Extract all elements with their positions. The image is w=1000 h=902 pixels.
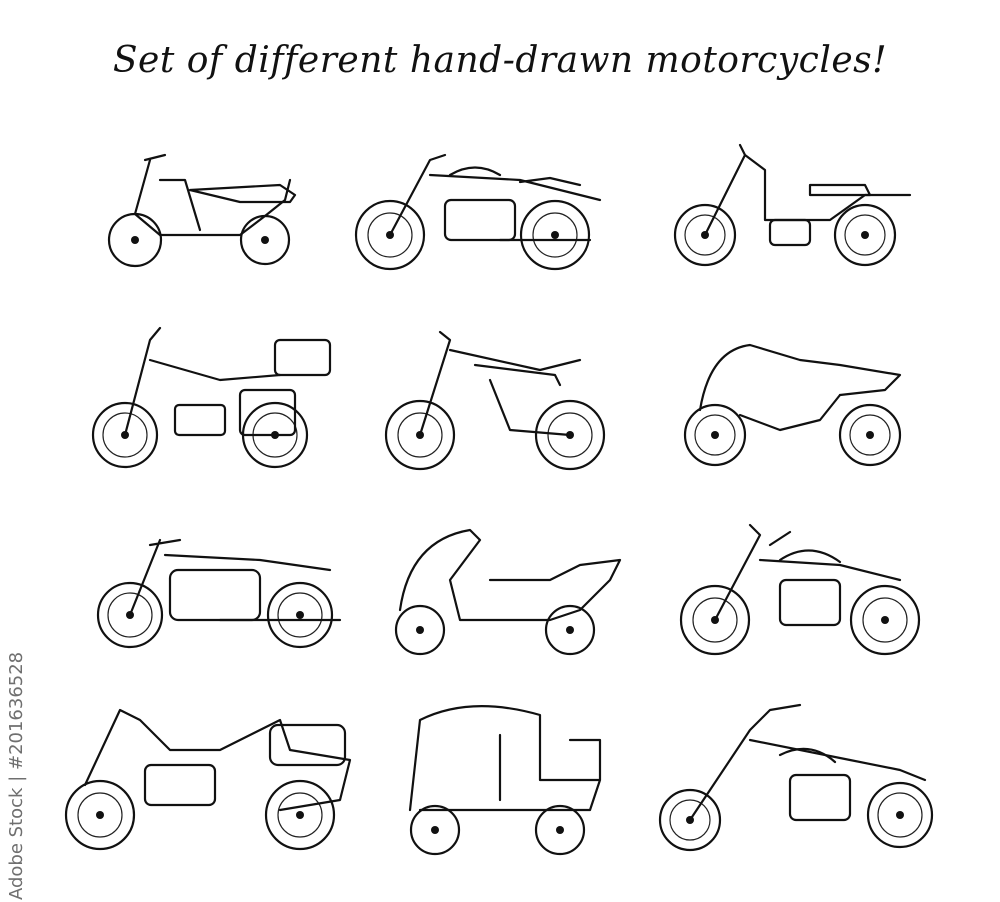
- motorcycle-grid: [60, 140, 940, 880]
- dirt-bike-icon: [380, 320, 650, 490]
- chopper-icon: [650, 700, 950, 870]
- scooter-icon: [90, 140, 360, 310]
- touring-bike-icon: [60, 700, 360, 870]
- maxi-scooter-icon: [380, 520, 650, 690]
- page-title: Set of different hand-drawn motorcycles!: [112, 40, 888, 81]
- custom-cruiser-icon: [670, 520, 940, 690]
- watermark-text: Adobe Stock | #201636528: [6, 651, 27, 900]
- classic-motorcycle-icon: [90, 520, 360, 690]
- moped-icon: [660, 140, 930, 310]
- cruiser-icon: [350, 140, 620, 310]
- adventure-bike-icon: [80, 320, 350, 490]
- sport-bike-icon: [670, 320, 940, 490]
- covered-trike-icon: [390, 700, 660, 870]
